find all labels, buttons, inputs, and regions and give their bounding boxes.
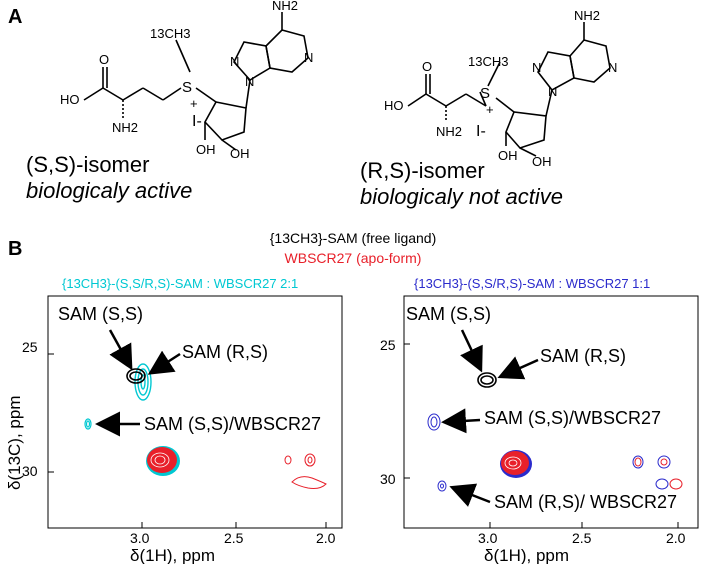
right-peak-bound-ss-blue bbox=[427, 413, 441, 431]
right-plot-title: {13CH3}-(S,S/R,S)-SAM : WBSCR27 1:1 bbox=[414, 276, 650, 291]
left-label-rs: SAM (R,S) bbox=[182, 342, 268, 362]
ss-isomer-name: (S,S)-isomer bbox=[26, 152, 150, 177]
svg-text:13CH3: 13CH3 bbox=[468, 54, 508, 69]
svg-text:OH: OH bbox=[196, 142, 216, 157]
svg-text:+: + bbox=[190, 96, 198, 111]
rs-isomer-name: (R,S)-isomer bbox=[360, 158, 485, 183]
right-peak-free-black bbox=[477, 372, 497, 388]
svg-text:N: N bbox=[245, 74, 254, 89]
svg-text:N: N bbox=[548, 84, 557, 99]
svg-text:N: N bbox=[304, 50, 313, 65]
svg-text:N: N bbox=[608, 60, 617, 75]
panel-a-structures: HO O NH2 S + 13CH3 I- OH OH N N N NH2 HO… bbox=[60, 0, 617, 169]
right-plot-frame bbox=[403, 295, 699, 529]
right-ytick-25: 25 bbox=[380, 337, 396, 353]
right-xtick-3: 3.0 bbox=[478, 530, 498, 546]
right-ytick-30: 30 bbox=[380, 471, 396, 487]
left-ytick-25: 25 bbox=[22, 339, 38, 355]
left-peak-bound-cyan bbox=[84, 418, 92, 430]
legend-apo-form: WBSCR27 (apo-form) bbox=[284, 250, 422, 266]
panel-b-letter: B bbox=[8, 238, 23, 260]
left-peak-apo-cluster bbox=[146, 446, 180, 476]
left-peaks-apo-red-minor bbox=[284, 453, 327, 489]
left-x-axis-label: δ(1H), ppm bbox=[130, 546, 215, 564]
left-xtick-3: 3.0 bbox=[130, 530, 150, 546]
structure-rs-labels: HO O NH2 S + 13CH3 I- OH OH N N N NH2 bbox=[384, 8, 617, 169]
svg-text:NH2: NH2 bbox=[112, 120, 138, 135]
right-label-rs-bound: SAM (R,S)/ WBSCR27 bbox=[494, 492, 677, 512]
right-xtick-2: 2.0 bbox=[666, 530, 686, 546]
svg-text:S: S bbox=[182, 79, 192, 96]
svg-text:HO: HO bbox=[60, 92, 80, 107]
svg-text:NH2: NH2 bbox=[436, 124, 462, 139]
svg-text:NH2: NH2 bbox=[272, 0, 298, 13]
left-ytick-30: 30 bbox=[22, 463, 38, 479]
panel-b-spectra: {13CH3}-(S,S/R,S)-SAM : WBSCR27 2:1 {13C… bbox=[5, 276, 699, 564]
svg-text:OH: OH bbox=[532, 154, 552, 169]
left-xtick-2: 2.0 bbox=[316, 530, 336, 546]
svg-text:N: N bbox=[230, 54, 239, 69]
panel-a-letter: A bbox=[8, 6, 23, 28]
svg-text:HO: HO bbox=[384, 98, 404, 113]
structure-ss-labels: HO O NH2 S + 13CH3 I- OH OH N N N NH2 bbox=[60, 0, 313, 161]
left-label-ss-bound: SAM (S,S)/WBSCR27 bbox=[144, 414, 321, 434]
right-peak-bound-rs-blue bbox=[437, 480, 447, 492]
right-peaks-minor bbox=[632, 455, 683, 490]
left-y-axis-label: δ(13C), ppm bbox=[5, 396, 24, 491]
svg-text:O: O bbox=[99, 52, 109, 67]
legend-free-ligand: {13CH3}-SAM (free ligand) bbox=[269, 230, 437, 246]
svg-text:+: + bbox=[486, 102, 494, 117]
svg-text:S: S bbox=[480, 85, 490, 102]
rs-isomer-activity: biologicaly not active bbox=[360, 184, 564, 209]
svg-text:OH: OH bbox=[230, 146, 250, 161]
right-xtick-2-5: 2.5 bbox=[572, 530, 592, 546]
ss-isomer-activity: biologicaly active bbox=[26, 178, 193, 203]
svg-text:13CH3: 13CH3 bbox=[150, 26, 190, 41]
right-label-ss-bound: SAM (S,S)/WBSCR27 bbox=[484, 408, 661, 428]
svg-text:O: O bbox=[422, 59, 432, 74]
svg-text:NH2: NH2 bbox=[574, 8, 600, 23]
right-peak-apo-cluster bbox=[500, 450, 532, 478]
svg-text:I-: I- bbox=[192, 113, 202, 130]
right-label-rs: SAM (R,S) bbox=[540, 346, 626, 366]
right-x-axis-label: δ(1H), ppm bbox=[484, 546, 569, 564]
left-label-ss: SAM (S,S) bbox=[58, 304, 143, 324]
svg-text:OH: OH bbox=[498, 148, 518, 163]
structure-rs bbox=[407, 22, 611, 157]
left-plot-frame bbox=[47, 295, 343, 529]
left-peak-free-black bbox=[126, 368, 146, 384]
left-plot-title: {13CH3}-(S,S/R,S)-SAM : WBSCR27 2:1 bbox=[62, 276, 298, 291]
svg-text:I-: I- bbox=[476, 123, 486, 140]
svg-text:N: N bbox=[532, 60, 541, 75]
structure-ss bbox=[83, 12, 309, 151]
left-xtick-2-5: 2.5 bbox=[224, 530, 244, 546]
right-label-ss: SAM (S,S) bbox=[406, 304, 491, 324]
